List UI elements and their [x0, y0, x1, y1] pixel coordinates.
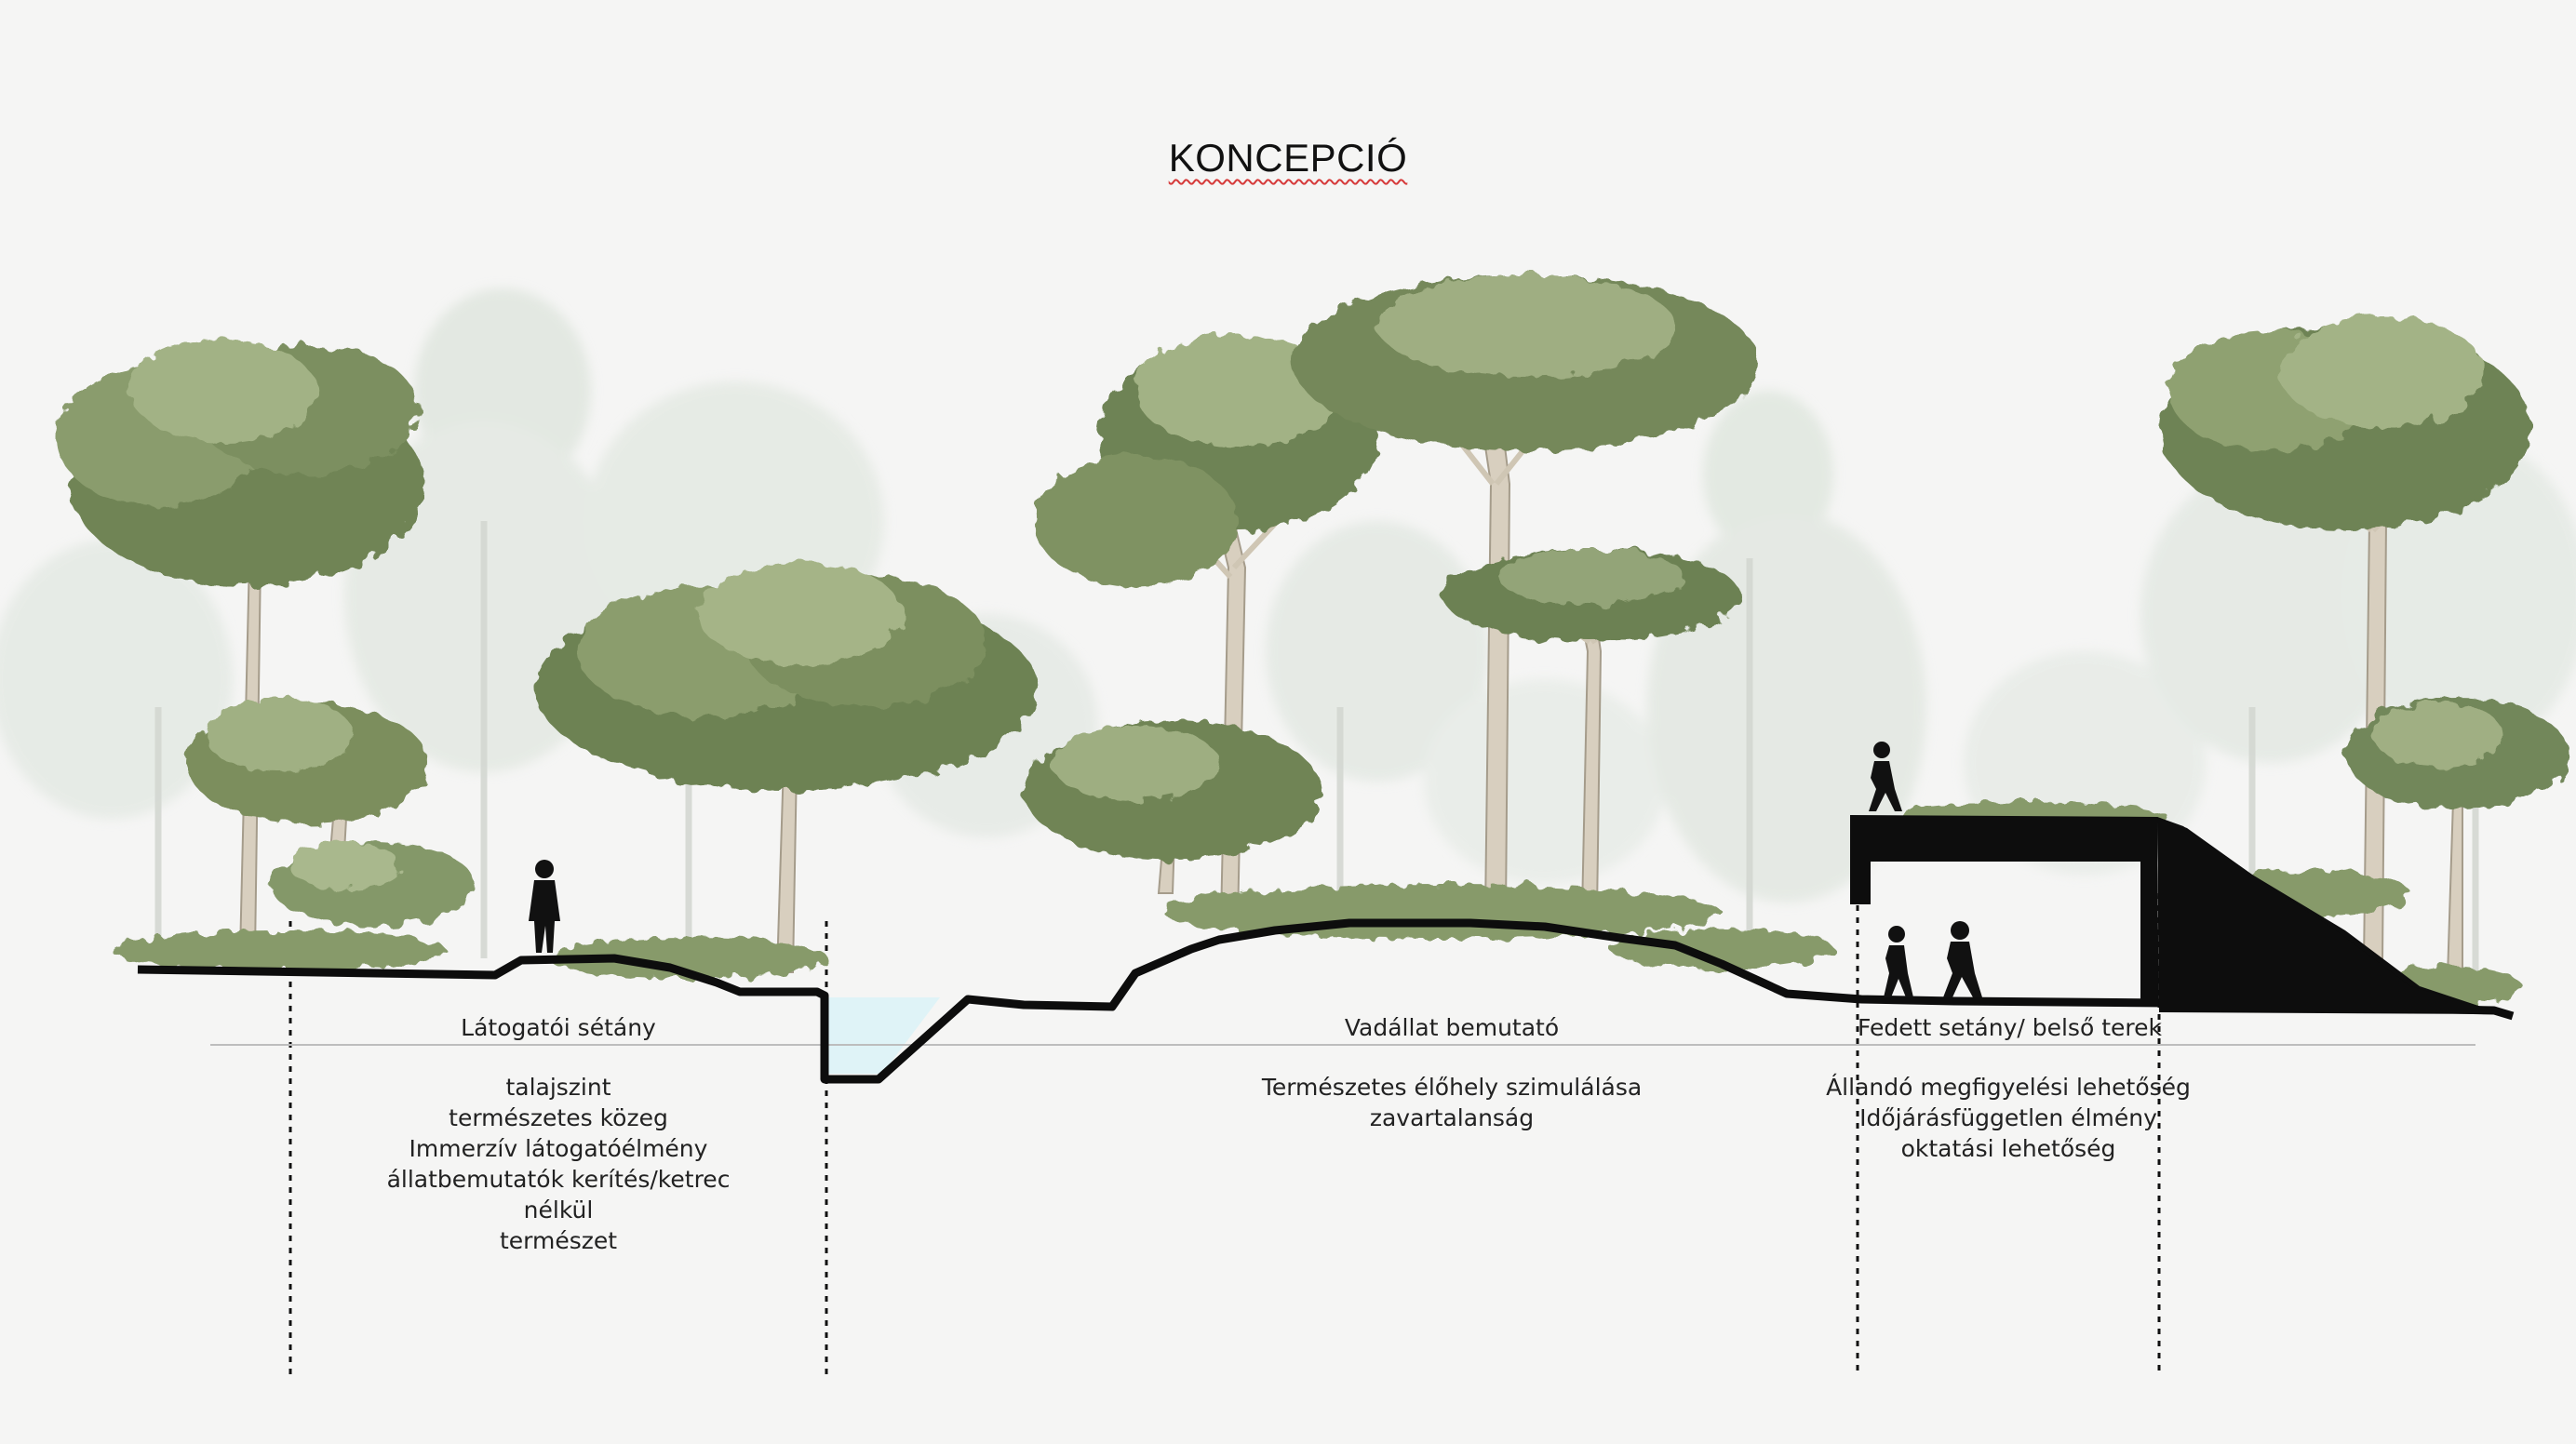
zone-label-visitor-walkway: Látogatói sétány — [461, 1014, 656, 1041]
description-line: Immerzív látogatóélmény — [409, 1135, 708, 1162]
description-line: Időjárásfüggetlen élmény — [1859, 1104, 2157, 1131]
description-line: nélkül — [523, 1197, 594, 1223]
description-line: oktatási lehetőség — [1900, 1135, 2116, 1162]
description-line: természet — [499, 1227, 618, 1254]
zone-label-wildlife-exhibit: Vadállat bemutató — [1344, 1014, 1560, 1041]
ground-profile — [137, 918, 2515, 1084]
description-line: talajszint — [505, 1074, 611, 1101]
covered-walkway-structure — [1850, 815, 2503, 1014]
person-inside-2 — [1943, 921, 1982, 997]
tree-canopies — [56, 274, 2569, 926]
description-line: zavartalanság — [1369, 1104, 1535, 1131]
person-silhouettes — [529, 742, 1982, 997]
description-line: természetes közeg — [449, 1104, 668, 1131]
description-line: Állandó megfigyelési lehetőség — [1826, 1074, 2191, 1101]
description-line: állatbemutatók kerítés/ketrec — [386, 1166, 731, 1193]
zone-description-covered-walkway: Állandó megfigyelési lehetőség Időjárásf… — [1822, 1072, 2194, 1164]
page-title: KONCEPCIÓ — [1168, 136, 1408, 180]
person-walkway — [529, 860, 560, 953]
zone-description-wildlife-exhibit: Természetes élőhely szimulálása zavartal… — [1219, 1072, 1684, 1133]
zone-description-visitor-walkway: talajszint természetes közeg Immerzív lá… — [290, 1072, 826, 1256]
zone-label-covered-walkway: Fedett setány/ belső terek — [1858, 1014, 2162, 1041]
person-roof — [1869, 742, 1902, 811]
description-line: Természetes élőhely szimulálása — [1261, 1074, 1643, 1101]
water-channel — [826, 997, 940, 1074]
person-inside-1 — [1884, 926, 1913, 997]
